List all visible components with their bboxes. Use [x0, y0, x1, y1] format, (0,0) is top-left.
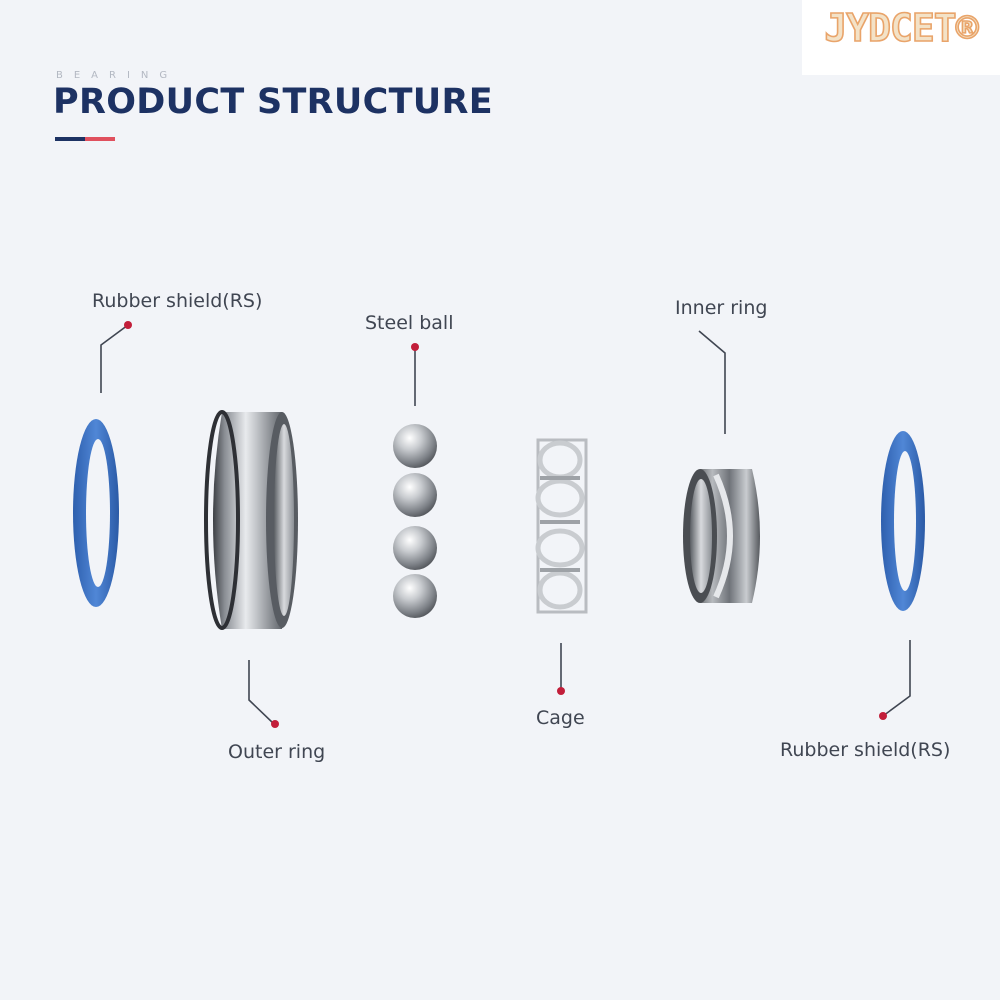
label-inner-ring: Inner ring: [675, 297, 768, 319]
label-rubber-shield-left: Rubber shield(RS): [92, 290, 263, 312]
outer-ring: [204, 410, 298, 630]
dot-rubber-shield-right: [879, 712, 887, 720]
rubber-shield-left: [73, 419, 119, 607]
title-underline-red: [85, 137, 115, 141]
label-rubber-shield-right: Rubber shield(RS): [780, 739, 951, 761]
leader-inner-ring: [698, 330, 726, 434]
dot-rubber-shield-left: [124, 321, 132, 329]
label-steel-ball: Steel ball: [365, 312, 454, 334]
leader-outer-ring: [248, 660, 275, 725]
rubber-shield-right: [881, 431, 925, 611]
label-cage: Cage: [536, 707, 585, 729]
page-title: PRODUCT STRUCTURE: [53, 82, 493, 122]
dot-cage: [557, 687, 565, 695]
dot-outer-ring: [271, 720, 279, 728]
steel-balls: [393, 424, 437, 618]
label-outer-ring: Outer ring: [228, 741, 326, 763]
leader-dots: [124, 321, 887, 728]
brand-logo-text: JYDCET®: [824, 5, 980, 51]
dot-steel-ball: [411, 343, 419, 351]
eyebrow-text: BEARING: [56, 70, 179, 81]
leader-lines: [100, 324, 911, 725]
brand-logo: JYDCET®: [802, 0, 1000, 75]
inner-ring: [683, 469, 760, 603]
title-underline-navy: [55, 137, 85, 141]
cage: [535, 438, 588, 614]
leader-rubber-shield-left: [100, 324, 129, 393]
leader-rubber-shield-right: [882, 640, 911, 717]
